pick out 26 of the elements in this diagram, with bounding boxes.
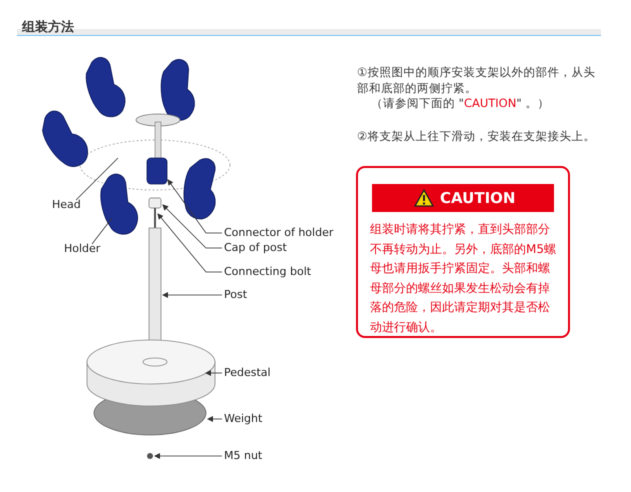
leader-line xyxy=(154,453,222,459)
caution-box xyxy=(356,166,570,338)
part-label: Connecting bolt xyxy=(224,265,312,278)
caution-heading: CAUTION xyxy=(440,188,516,209)
leader-line xyxy=(162,204,222,248)
part-label: Pedestal xyxy=(224,366,271,379)
part-label: Holder xyxy=(64,242,100,255)
leader-line xyxy=(76,158,118,200)
leader-line xyxy=(92,218,112,244)
part-label: M5 nut xyxy=(224,449,262,462)
part-label: Cap of post xyxy=(224,241,287,254)
caution-text: 组装时请将其拧紧，直到头部部分不再转动为止。另外，底部的M5螺母也请用扳手拧紧固定。头部和螺母部分的螺丝如果发生松动会有掉落的危险，因此请定期对其是否松动进行确认。 xyxy=(370,221,557,336)
part-label: Post xyxy=(224,288,248,301)
instruction-text: （请参阅下面的 "CAUTION" 。） xyxy=(371,95,550,111)
leader-line xyxy=(205,370,222,376)
leader-line xyxy=(157,213,222,272)
part-label: Head xyxy=(52,198,81,211)
caution-banner xyxy=(372,184,554,212)
part-label: Weight xyxy=(224,412,262,425)
leader-line xyxy=(162,292,222,298)
leader-line xyxy=(167,179,222,234)
instruction-text: ②将支架从上往下滑动，安装在支架接头上。 xyxy=(357,128,596,144)
leader-line xyxy=(207,416,222,422)
part-label: Connector of holder xyxy=(224,226,334,239)
instruction-text: ①按照图中的顺序安装支架以外的部件，从头部和底部的两侧拧紧。 xyxy=(357,64,596,96)
section-title: 组装方法 xyxy=(22,18,74,36)
